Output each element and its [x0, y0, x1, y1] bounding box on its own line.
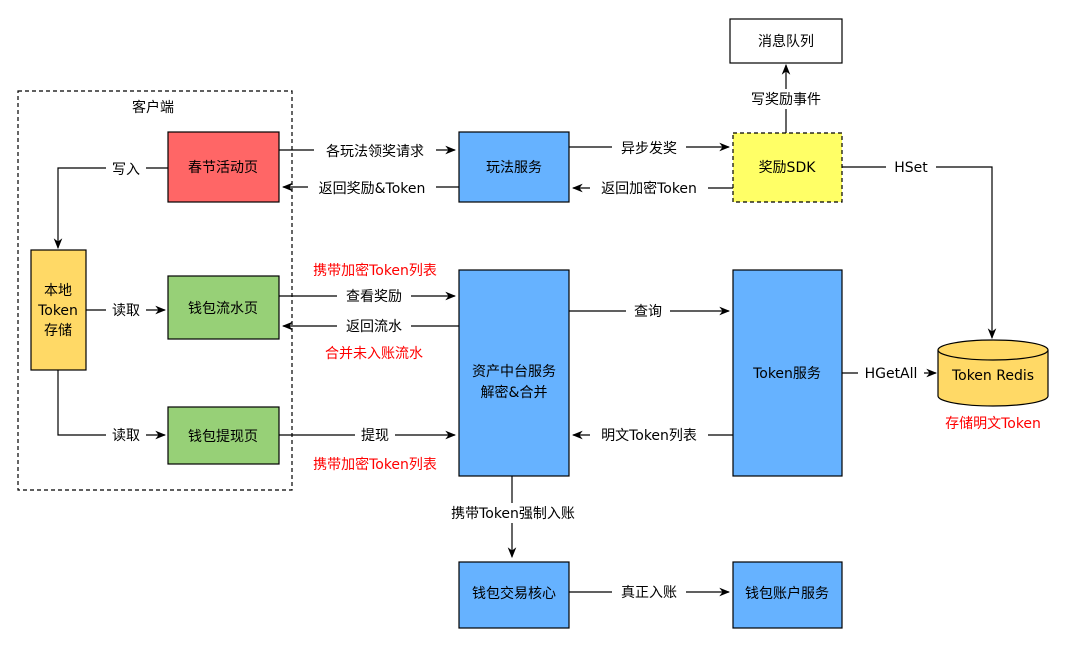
node-token-redis-label: Token Redis [951, 368, 1034, 384]
red-notes: 携带加密Token列表 合并未入账流水 携带加密Token列表 存储明文Toke… [313, 262, 1041, 473]
node-message-queue-label: 消息队列 [758, 33, 814, 50]
node-token-service: Token服务 [732, 269, 843, 477]
edge-label-write-reward-event: 写奖励事件 [751, 91, 821, 108]
note-carry-token-top: 携带加密Token列表 [313, 262, 437, 279]
node-message-queue: 消息队列 [729, 18, 843, 64]
edge-labels: 写奖励事件 写入 各玩法领奖请求 返回奖励&Token 异步发奖 返回加密Tok… [106, 89, 936, 602]
edge-label-read-1: 读取 [112, 302, 140, 319]
node-reward-sdk-label: 奖励SDK [759, 159, 817, 176]
note-carry-token-bottom: 携带加密Token列表 [313, 456, 437, 473]
client-group: 客户端 [17, 90, 293, 491]
edge-label-return-token: 返回加密Token [601, 180, 697, 197]
edge-sdk-to-redis [842, 166, 997, 340]
node-wallet-flow-page: 钱包流水页 [167, 275, 280, 340]
node-wallet-trade-core: 钱包交易核心 [458, 561, 570, 629]
node-spring-page-label: 春节活动页 [188, 160, 258, 176]
node-storage-line3: 存储 [44, 323, 72, 339]
edge-label-plain-token-list: 明文Token列表 [601, 428, 697, 444]
edge-label-withdraw: 提现 [361, 428, 389, 444]
node-wallet-account-service: 钱包账户服务 [732, 561, 843, 629]
edge-spring-to-storage [53, 167, 168, 250]
node-storage-line2: Token [37, 303, 78, 319]
node-wallet-withdraw-page: 钱包提现页 [167, 406, 280, 465]
node-wallet-flow-label: 钱包流水页 [188, 301, 258, 317]
edge-label-reward-request: 各玩法领奖请求 [326, 143, 424, 160]
edge-label-force-entry: 携带Token强制入账 [451, 506, 575, 522]
node-wallet-withdraw-label: 钱包提现页 [188, 429, 258, 445]
node-play-service: 玩法服务 [458, 131, 570, 203]
edge-label-write-in: 写入 [112, 162, 140, 178]
note-merge-flow: 合并未入账流水 [325, 346, 423, 362]
node-spring-page: 春节活动页 [167, 131, 280, 203]
client-group-label: 客户端 [132, 99, 174, 116]
node-storage-line1: 本地 [44, 283, 72, 299]
edge-label-hset: HSet [894, 160, 928, 176]
node-wallet-account-label: 钱包账户服务 [745, 585, 829, 602]
node-wallet-trade-label: 钱包交易核心 [472, 585, 556, 602]
node-reward-sdk: 奖励SDK [732, 132, 843, 203]
edge-label-async-award: 异步发奖 [621, 140, 677, 157]
note-store-plain-token: 存储明文Token [945, 416, 1041, 432]
node-asset-line1: 资产中台服务 [472, 364, 556, 380]
node-token-service-label: Token服务 [752, 366, 821, 382]
edge-label-view-reward: 查看奖励 [346, 288, 402, 305]
node-play-service-label: 玩法服务 [486, 160, 542, 176]
node-token-redis: Token Redis [937, 339, 1049, 407]
edge-label-real-entry: 真正入账 [621, 585, 677, 601]
node-asset-service: 资产中台服务 解密&合并 [458, 269, 570, 477]
edge-label-read-2: 读取 [112, 427, 140, 444]
edge-label-return-reward: 返回奖励&Token [319, 180, 426, 197]
node-local-token-storage: 本地 Token 存储 [30, 249, 87, 371]
edge-label-hgetall: HGetAll [865, 366, 918, 382]
edge-label-query: 查询 [634, 304, 662, 320]
node-asset-line2: 解密&合并 [481, 384, 548, 401]
edge-label-return-flow: 返回流水 [346, 319, 402, 335]
